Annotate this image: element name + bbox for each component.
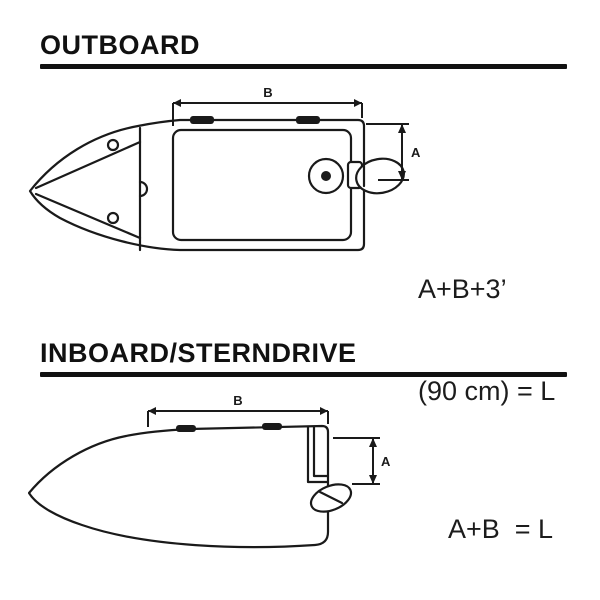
outboard-section-title: OUTBOARD [40, 30, 200, 60]
inboard-section-title: INBOARD/STERNDRIVE [40, 338, 357, 368]
inboard-dimension-b [147, 407, 329, 427]
inboard-boat-diagram: B A [28, 396, 391, 549]
outboard-formula: A+B+3’ (90 cm) = L [418, 204, 555, 476]
outboard-dim-b-label: B [263, 88, 272, 100]
inboard-dim-a-label: A [381, 454, 391, 469]
inboard-title-underline [40, 372, 567, 377]
outboard-dim-a-label: A [411, 145, 421, 160]
outboard-title-underline [40, 64, 567, 69]
sterndrive-unit-drawing [309, 483, 353, 513]
inboard-deck-cleats [176, 423, 282, 432]
inboard-formula: A+B = L [448, 514, 554, 544]
outboard-boat-diagram: B A [28, 88, 421, 252]
outboard-dimension-b [172, 99, 363, 126]
outboard-dimension-a [366, 123, 409, 181]
outboard-hull-drawing [28, 118, 366, 252]
inboard-dimension-a [333, 437, 380, 485]
outboard-formula-line2: (90 cm) = L [418, 376, 556, 406]
inboard-hull-drawing [28, 424, 330, 549]
inboard-dim-b-label: B [233, 396, 242, 408]
outboard-formula-line1: A+B+3’ [418, 274, 507, 304]
outboard-deck-cleats [190, 116, 320, 124]
outboard-motor-drawing [307, 157, 405, 195]
